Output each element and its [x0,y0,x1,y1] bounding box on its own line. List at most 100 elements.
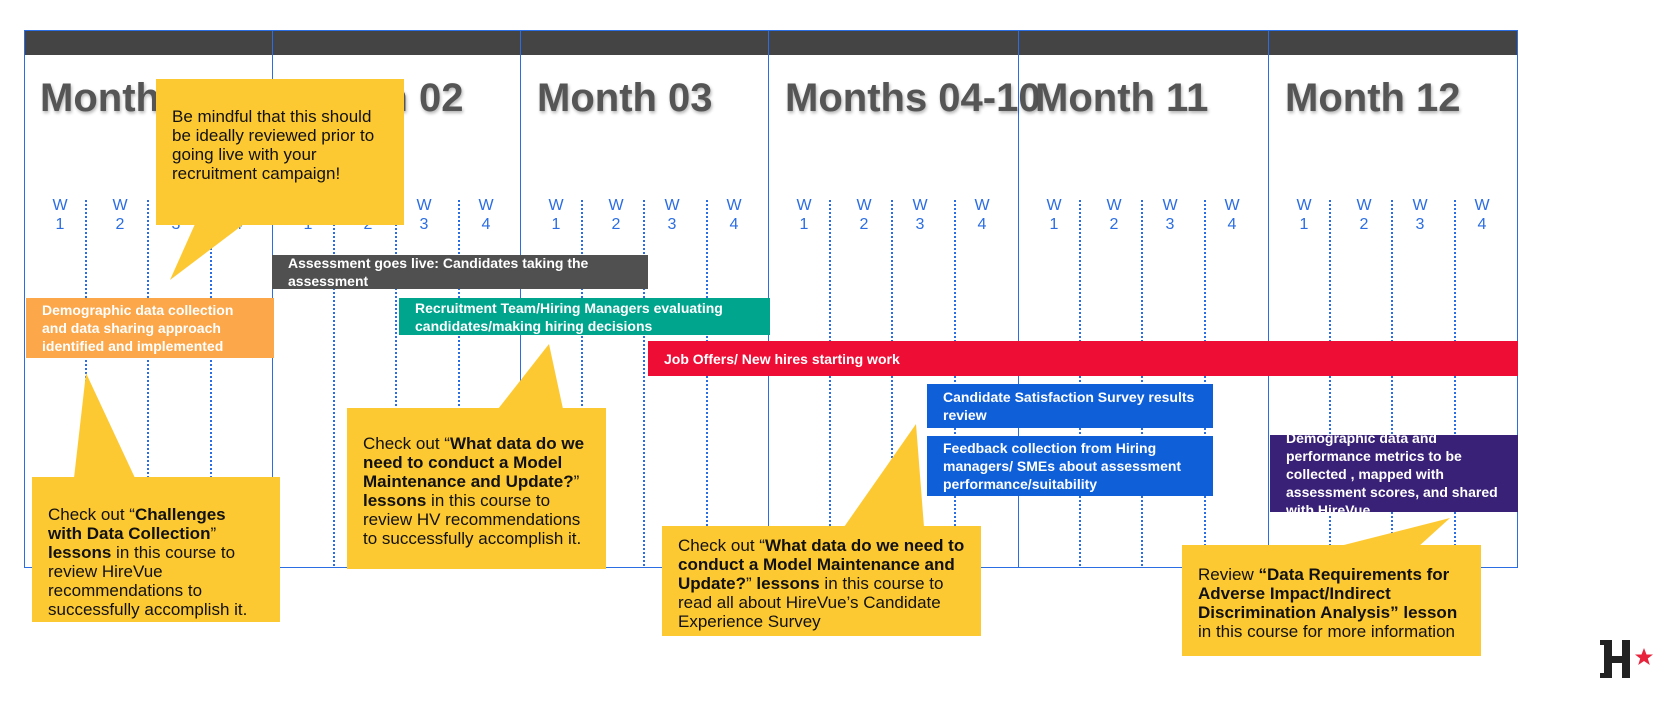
week-label-part: 4 [977,216,987,233]
note-bold-text: “Data Requirements for Adverse Impact/In… [1198,565,1450,622]
week-separator [1204,200,1206,566]
bar-recruitment-team: Recruitment Team/Hiring Managers evaluat… [399,298,770,335]
note-bold-text: Challenges with Data Collection [48,505,226,543]
week-label-part: W [974,197,990,214]
week-separator [891,200,893,566]
week-label-part: W [664,197,680,214]
week-label-part: W [796,197,812,214]
week-label-part: W [1412,197,1428,214]
week-separator [1079,200,1081,566]
bar-job-offers: Job Offers/ New hires starting work [648,341,1518,376]
hirevue-logo-icon [1600,640,1653,678]
note-bold-text: lessons [756,574,820,593]
week-label-part: 4 [729,216,739,233]
note-model-maintenance-1: Check out “What data do we need to condu… [347,408,606,569]
month-title-3: Month 03 [537,76,713,120]
week-separator [643,200,645,566]
week-label-part: W [1046,197,1062,214]
week-label-part: W [726,197,742,214]
week-label-part: 3 [915,216,925,233]
note-model-maintenance-2: Check out “What data do we need to condu… [662,526,981,636]
note-bold-text: What data do we need to conduct a Model … [363,434,585,491]
week-separator [581,200,583,566]
week-label-part: 4 [481,216,491,233]
note-text: Review [1198,565,1259,584]
month-title-5: Month 11 [1035,76,1209,120]
week-label-part: W [416,197,432,214]
week-label-part: 3 [1415,216,1425,233]
note-challenges: Check out “Challenges with Data Collecti… [32,477,280,622]
week-separator [147,200,149,566]
week-label-part: 1 [1049,216,1059,233]
callout-tail-mindful [170,224,244,280]
week-label-part: 2 [115,216,125,233]
bar-demographic-collection: Demographic data collection and data sha… [26,298,274,358]
week-label-part: W [912,197,928,214]
note-bold-text: lesson [1403,603,1458,622]
week-label-part: 1 [799,216,809,233]
week-label-part: 4 [1227,216,1237,233]
week-separator [1329,200,1331,566]
week-separator [954,200,956,566]
note-text: Check out “ [363,434,450,453]
week-label-part: W [1162,197,1178,214]
bar-feedback-collection: Feedback collection from Hiring managers… [927,436,1213,496]
note-bold-text: lessons [48,543,112,562]
week-separator [395,200,397,566]
week-separator [333,200,335,566]
column-header-bar [273,31,521,55]
column-header-bar [25,31,273,55]
week-label-part: W [1296,197,1312,214]
bar-assessment-live: Assessment goes live: Candidates taking … [272,255,648,289]
bar-satisfaction-survey: Candidate Satisfaction Survey results re… [927,384,1213,428]
callout-tail-model-2 [844,424,924,527]
week-label-part: W [608,197,624,214]
week-separator [210,200,212,566]
week-label-part: W [1106,197,1122,214]
week-label-part: W [1356,197,1372,214]
week-label-part: 1 [551,216,561,233]
week-label-part: 3 [419,216,429,233]
week-label-part: 2 [859,216,869,233]
week-label-part: 1 [1299,216,1309,233]
note-text: in this course to read all about HireVue… [678,574,944,631]
month-title-6: Month 12 [1285,76,1461,120]
note-text: in this course to review HV recommendati… [363,491,582,548]
note-text: in this course for more information [1198,622,1455,641]
bar-demographic-performance: Demographic data and performance metrics… [1270,430,1518,518]
note-text: Check out “ [678,536,765,555]
note-bold-text: What data do we need to conduct a Model … [678,536,965,593]
note-text: in this course to review HireVue recomme… [48,543,248,619]
week-label-part: 2 [611,216,621,233]
note-text: ” [573,472,580,491]
note-text: ” [746,574,757,593]
week-separator [1141,200,1143,566]
week-label-part: W [1474,197,1490,214]
note-text: Check out “ [48,505,135,524]
week-label-part: W [1224,197,1240,214]
note-bold-text: lessons [363,491,427,510]
week-separator [829,200,831,566]
week-label-part: 1 [55,216,65,233]
callout-tail-challenges [74,373,135,478]
week-label-part: 3 [1165,216,1175,233]
note-data-requirements: Review “Data Requirements for Adverse Im… [1182,545,1481,656]
month-title-4: Months 04-10 [785,76,1041,120]
week-label-part: W [856,197,872,214]
